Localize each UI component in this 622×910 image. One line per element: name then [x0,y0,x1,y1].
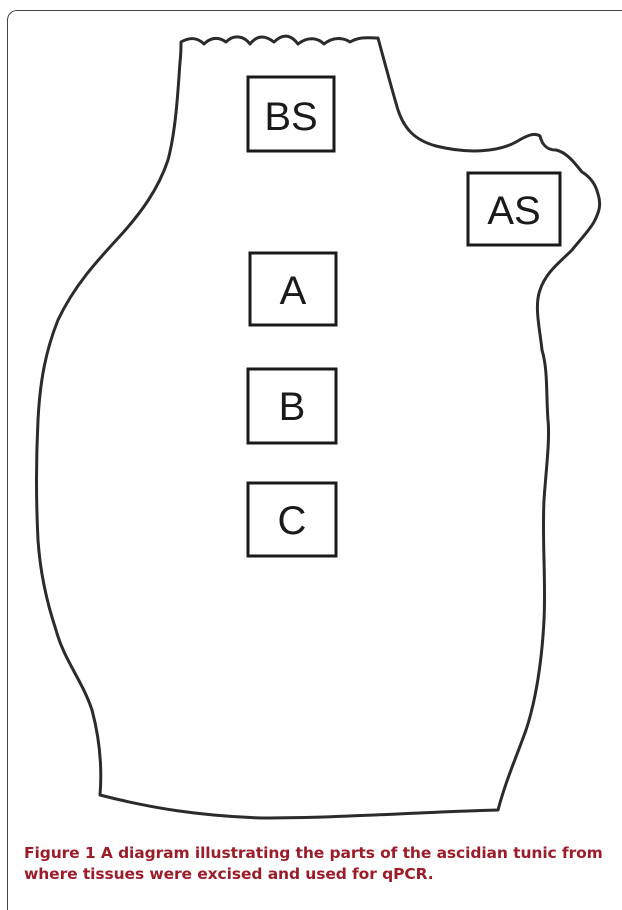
region-label-a: A [280,269,307,313]
region-label-b: B [279,385,306,429]
region-label-as: AS [487,189,540,233]
region-label-bs: BS [264,95,317,139]
figure-number: Figure 1 [24,844,96,862]
figure-caption: Figure 1 A diagram illustrating the part… [24,843,616,885]
figure-caption-text: A diagram illustrating the parts of the … [24,844,603,883]
region-label-c: C [278,499,307,543]
